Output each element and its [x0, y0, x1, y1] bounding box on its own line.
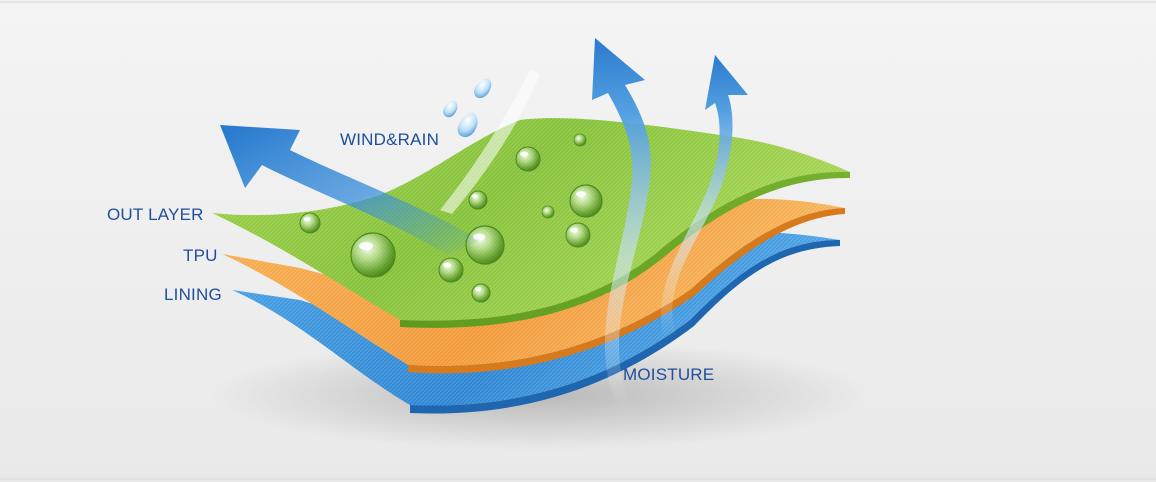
- out-layer-label: OUT LAYER: [107, 205, 204, 224]
- moisture-arrow-icon: [592, 38, 748, 408]
- rain-drop-icon: [443, 78, 492, 138]
- wind-rain-label: WIND&RAIN: [340, 130, 440, 149]
- tpu-label: TPU: [183, 246, 218, 265]
- moisture-label: MOISTURE: [623, 365, 715, 384]
- wind-rain-arrow-icon: [220, 70, 540, 255]
- water-drop-icon: [299, 133, 603, 303]
- lining-label: LINING: [164, 285, 222, 304]
